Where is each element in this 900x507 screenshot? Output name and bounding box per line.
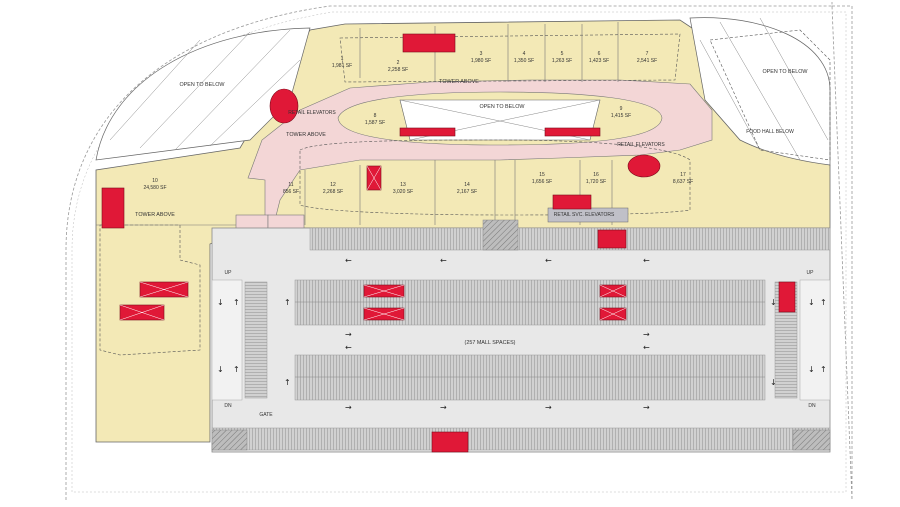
unit-area: 1,980 SF [471,58,491,64]
svg-text:→: → [545,403,552,412]
unit-number: 5 [561,51,564,57]
svg-text:↑: ↑ [820,298,827,307]
unit-area: 2,541 SF [637,58,657,64]
unit-area: 856 SF [283,189,299,195]
open-to-below-right-hatch [699,17,829,161]
open-to-below-left-hatch [109,29,301,151]
unit-area: 8,637 SF [673,179,693,185]
svg-text:↓: ↓ [770,378,777,387]
unit-area: 1,350 SF [514,58,534,64]
unit-number: 15 [539,172,545,178]
svg-text:←: ← [440,256,447,265]
unit-area: 1,587 SF [365,120,385,126]
garage-outer-bay-bottom [211,427,831,451]
tower-above-top-outline [339,33,681,83]
food-hall-below-label: FOOD HALL BELOW [746,129,794,135]
unit-number: 11 [288,182,293,188]
unit-number: 10 [152,178,158,184]
tower-above-left-outline [99,224,201,356]
garage-outer-bay-top [309,227,831,251]
unit-area: 1,423 SF [589,58,609,64]
open-to-below-left-label: OPEN TO BELOW [179,82,225,88]
up-label-right: UP [807,270,815,276]
open-to-below-center-label: OPEN TO BELOW [479,104,525,110]
svg-text:→: → [643,330,650,339]
food-hall-below-outline [709,29,831,161]
svg-text:↑: ↑ [820,365,827,374]
svg-text:↑: ↑ [284,298,291,307]
mall-spaces-label: (257 MALL SPACES) [465,340,516,346]
svg-text:↓: ↓ [770,298,777,307]
unit-number: 12 [330,182,336,188]
tower-above-label-3: TOWER ABOVE [135,212,175,218]
unit-area: 2,258 SF [388,67,408,73]
unit-number: 17 [680,172,686,178]
svg-text:→: → [440,403,447,412]
svg-text:→: → [643,403,650,412]
tower-above-mid-outline [299,139,691,216]
unit-number: 13 [400,182,406,188]
svg-text:→: → [345,403,352,412]
dn-label-left: DN [224,403,232,409]
unit-number: 7 [646,51,649,57]
unit-number: 16 [593,172,599,178]
unit-labels: 11,981 SF 22,258 SF 31,980 SF 41,350 SF 51,2… [143,51,693,195]
svg-text:↑: ↑ [233,298,240,307]
svg-text:↓: ↓ [808,298,815,307]
svg-text:↑: ↑ [233,365,240,374]
unit-area: 1,720 SF [586,179,606,185]
unit-number: 4 [523,51,526,57]
svg-text:↓: ↓ [217,298,224,307]
svg-text:←: ← [345,343,352,352]
retail-svc-elevators-label: RETAIL SVC. ELEVATORS [554,212,615,218]
unit-number: 14 [464,182,470,188]
gate-label: GATE [259,412,273,418]
tower-above-label-1: TOWER ABOVE [439,79,479,85]
traffic-arrows: ← ← ← ← → → → → → → ← ← ↓ ↑ ↓ ↑ ↑ ↑ ↓ ↓ ↓ ↑ ↓ ↑ [217,256,827,412]
unit-area: 24,580 SF [143,185,166,191]
unit-area: 2,268 SF [323,189,343,195]
unit-area: 1,656 SF [532,179,552,185]
ramp-right-top [799,279,831,401]
open-to-below-right-label: OPEN TO BELOW [762,69,808,75]
unit-number: 1 [341,56,344,62]
unit-area: 2,167 SF [457,189,477,195]
unit-number: 9 [620,106,623,112]
ramp-left [244,281,268,399]
unit-area: 3,020 SF [393,189,413,195]
svg-text:←: ← [643,256,650,265]
parking-garage [211,227,831,453]
svg-text:↑: ↑ [284,378,291,387]
unit-number: 8 [374,113,377,119]
retail-elevators-label-1: RETAIL ELEVATORS [288,110,336,116]
tower-above-label-2: TOWER ABOVE [286,132,326,138]
unit-number: 2 [397,60,400,66]
retail-elevators-label-2: RETAIL ELEVATORS [617,142,665,148]
svg-text:←: ← [643,343,650,352]
dn-label-right: DN [808,403,816,409]
site-boundary [65,2,853,501]
svg-text:←: ← [345,256,352,265]
unit-area: 1,263 SF [552,58,572,64]
core-cross-marks [119,165,627,321]
svg-text:→: → [345,330,352,339]
unit-number: 3 [480,51,483,57]
svg-text:↓: ↓ [808,365,815,374]
svg-text:←: ← [545,256,552,265]
unit-area: 1,415 SF [611,113,631,119]
garage-stall-row-2 [294,354,766,401]
svg-text:↓: ↓ [217,365,224,374]
unit-area: 1,981 SF [332,63,352,69]
ramp-left-top [211,279,243,401]
unit-number: 6 [598,51,601,57]
up-label-left: UP [225,270,233,276]
